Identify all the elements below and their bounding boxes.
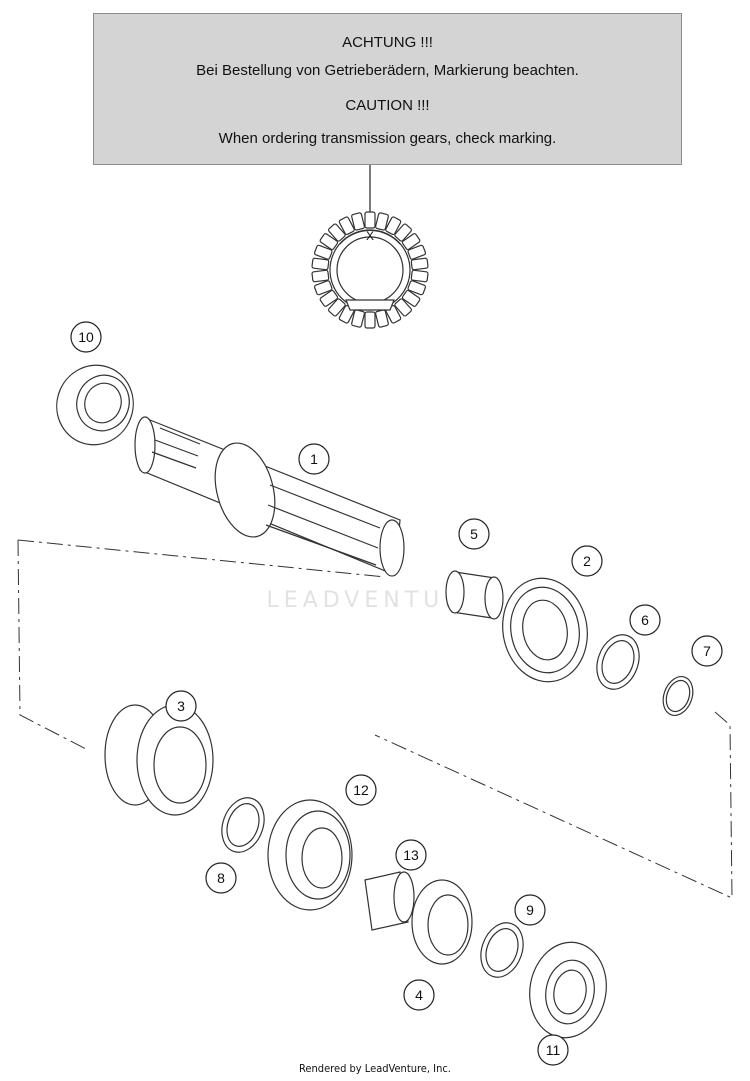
svg-text:2: 2 xyxy=(583,553,591,569)
part-4-gear xyxy=(411,879,473,965)
part-7-circlip xyxy=(662,676,694,716)
svg-text:10: 10 xyxy=(78,329,94,345)
callout-9: 9 xyxy=(514,894,546,926)
callout-5: 5 xyxy=(458,518,490,550)
svg-text:6: 6 xyxy=(641,612,649,628)
part-11-bearing xyxy=(529,941,607,1039)
svg-text:5: 5 xyxy=(470,526,478,542)
svg-text:7: 7 xyxy=(703,643,711,659)
svg-text:3: 3 xyxy=(177,698,185,714)
part-12-gear xyxy=(267,799,353,911)
callout-7: 7 xyxy=(691,635,723,667)
part-6-washer xyxy=(596,634,640,690)
part-13-bushing xyxy=(364,871,415,931)
caution-notice-box: ACHTUNG !!! Bei Bestellung von Getrieber… xyxy=(93,13,682,165)
callout-2: 2 xyxy=(571,545,603,577)
svg-text:9: 9 xyxy=(526,902,534,918)
svg-text:13: 13 xyxy=(403,847,419,863)
marking-letter: X xyxy=(366,229,374,243)
callout-10: 10 xyxy=(70,321,102,353)
svg-text:12: 12 xyxy=(353,782,369,798)
callout-1: 1 xyxy=(298,443,330,475)
part-3-double-gear xyxy=(104,704,214,816)
svg-text:11: 11 xyxy=(546,1042,561,1058)
part-10-bearing xyxy=(56,364,134,446)
part-2-gear xyxy=(502,577,588,683)
notice-heading-english: CAUTION !!! xyxy=(345,97,430,114)
callout-11: 11 xyxy=(537,1034,569,1066)
callout-6: 6 xyxy=(629,604,661,636)
svg-text:1: 1 xyxy=(310,451,318,467)
callout-4: 4 xyxy=(403,979,435,1011)
part-9-washer xyxy=(480,922,524,978)
watermark: LEADVENTURE xyxy=(266,588,484,613)
callout-13: 13 xyxy=(395,839,427,871)
marking-gear: X xyxy=(311,211,429,329)
callout-12: 12 xyxy=(345,774,377,806)
part-8-washer xyxy=(221,797,265,853)
notice-text-english: When ordering transmission gears, check … xyxy=(218,130,557,147)
part-1-main-shaft xyxy=(134,416,405,577)
assembly-outline xyxy=(17,539,89,751)
svg-text:8: 8 xyxy=(217,870,225,886)
notice-text-german: Bei Bestellung von Getrieberädern, Marki… xyxy=(196,62,579,79)
callout-8: 8 xyxy=(205,862,237,894)
callout-3: 3 xyxy=(165,690,197,722)
render-credit: Rendered by LeadVenture, Inc. xyxy=(299,1062,451,1075)
svg-text:4: 4 xyxy=(415,987,423,1003)
part-5-bushing xyxy=(445,570,504,620)
notice-heading-german: ACHTUNG !!! xyxy=(342,34,433,51)
